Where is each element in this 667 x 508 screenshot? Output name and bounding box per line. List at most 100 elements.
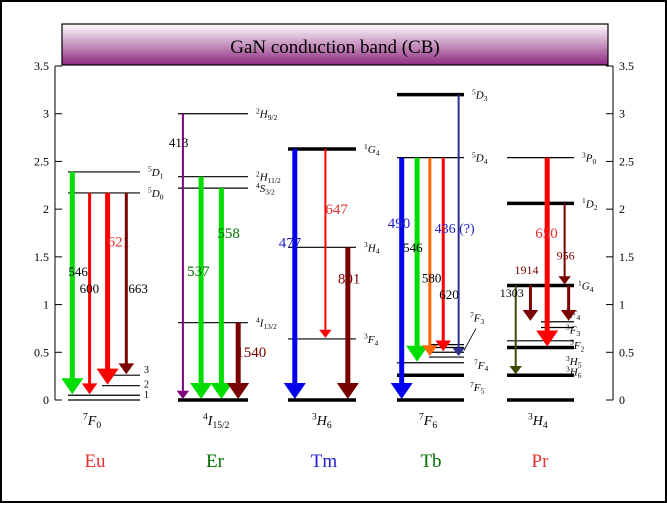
- transition-wavelength-label: 436 (?): [435, 222, 475, 237]
- transition-wavelength-label: 413: [169, 135, 189, 150]
- arrow-head: [227, 383, 250, 399]
- level-label: 3F3: [566, 322, 580, 338]
- arrow-head: [61, 378, 84, 395]
- transition-wavelength-label: 663: [128, 281, 148, 296]
- left-tick-label: 0.5: [34, 345, 49, 359]
- level-label: 5D1: [148, 165, 164, 181]
- transition-wavelength-label: 558: [217, 226, 240, 242]
- arrow-head: [560, 309, 577, 321]
- level-label: 7F5: [470, 380, 484, 396]
- level-label: 2: [144, 380, 149, 391]
- transition-wavelength-label: 647: [325, 202, 348, 218]
- transition-wavelength-label: 546: [403, 240, 423, 255]
- axes: 0 0 0.5 0.5 1 1 1.5 1.5 2 2 2.5 2.5 3 3 3.5 3.5: [34, 59, 634, 407]
- arrow-head: [336, 383, 359, 399]
- ground-state-label: 3H4: [528, 413, 548, 431]
- transitions: 546 600 621 663 413 537 558 1540 477 647 801 490 546…: [61, 94, 577, 399]
- level-label: 1G4: [364, 142, 380, 158]
- right-tick-label: 3: [619, 107, 625, 121]
- page-title: GaN conduction band (CB): [230, 37, 439, 58]
- level-label: 7F3: [470, 311, 484, 327]
- level-label: 3F2: [570, 338, 584, 354]
- ion-name-eu: Eu: [84, 451, 106, 472]
- ground-state-label: 7F6: [419, 413, 437, 431]
- transition-wavelength-label: 490: [388, 216, 411, 232]
- ion-name-tm: Tm: [311, 451, 338, 472]
- transition-wavelength-label: 956: [557, 249, 575, 263]
- level-label: 3H4: [364, 240, 380, 256]
- right-tick-label: 1: [619, 298, 625, 312]
- transition-wavelength-label: 546: [68, 264, 88, 279]
- transition-wavelength-label: 620: [439, 287, 459, 302]
- right-tick-label: 0.5: [619, 345, 634, 359]
- ion-name-tb: Tb: [420, 451, 441, 472]
- transition-wavelength-label: 650: [535, 226, 558, 242]
- arrow-head: [558, 276, 571, 285]
- arrow-head: [283, 383, 306, 399]
- left-tick-label: 2.5: [34, 154, 49, 168]
- level-label: 1D2: [582, 196, 598, 212]
- level-label: 3: [144, 365, 149, 376]
- right-tick-label: 3.5: [619, 59, 634, 73]
- level-label: 4I13/2: [256, 316, 277, 332]
- right-tick-label: 1.5: [619, 250, 634, 264]
- level-label: 3H5: [566, 354, 582, 370]
- arrow-head: [96, 368, 119, 385]
- transition-wavelength-label: 600: [80, 281, 100, 296]
- ground-state-label: 3H6: [312, 413, 332, 431]
- left-tick-label: 3.5: [34, 59, 49, 73]
- ground-state-label: 7F0: [83, 413, 101, 431]
- arrow-head: [536, 330, 559, 347]
- level-label: 5D0: [148, 186, 164, 202]
- left-tick-label: 3: [43, 107, 49, 121]
- title-banner: [61, 23, 609, 66]
- arrow-head: [452, 347, 465, 357]
- level-label: 3P0: [582, 150, 596, 166]
- arrow-head: [176, 390, 190, 399]
- level-label: 4S3/2: [256, 181, 275, 197]
- arrow-head: [509, 365, 522, 375]
- level-pointer-line: [463, 328, 477, 351]
- transition-wavelength-label: 621: [108, 234, 131, 250]
- energy-levels: 5D15D03212H9/22H11/24S3/24I13/21G43H43F4…: [68, 87, 598, 402]
- arrow-head: [190, 383, 213, 399]
- right-tick-label: 2.5: [619, 154, 634, 168]
- arrow-head: [81, 383, 98, 395]
- level-label: 1G4: [578, 278, 594, 294]
- right-tick-label: 2: [619, 202, 625, 216]
- level-label: 7F4: [474, 358, 488, 374]
- arrow-head: [210, 383, 233, 399]
- level-label: 1: [144, 390, 149, 401]
- transition-wavelength-label: 1914: [514, 263, 538, 277]
- level-label: 3F4: [364, 332, 378, 348]
- arrow-head: [435, 340, 452, 352]
- left-tick-label: 2: [43, 202, 49, 216]
- level-label: 2H9/2: [256, 107, 277, 123]
- ground-state-label: 4I15/2: [203, 413, 230, 431]
- right-tick-label: 0: [619, 393, 625, 407]
- arrow-head: [422, 345, 438, 357]
- level-label: 5D4: [472, 150, 488, 166]
- transition-wavelength-label: 477: [279, 235, 302, 251]
- arrow-head: [522, 309, 539, 321]
- transition-wavelength-label: 801: [338, 272, 361, 288]
- arrow-head: [406, 345, 429, 362]
- level-label: 5D3: [472, 87, 488, 103]
- transition-wavelength-label: 580: [422, 271, 442, 286]
- left-tick-label: 1.5: [34, 250, 49, 264]
- transition-wavelength-label: 537: [187, 264, 210, 280]
- transition-wavelength-label: 1540: [236, 345, 266, 361]
- ion-name-er: Er: [206, 451, 225, 472]
- arrow-head: [390, 383, 413, 399]
- left-tick-label: 0: [43, 393, 49, 407]
- level-label: 3H6: [566, 364, 582, 380]
- left-tick-label: 1: [43, 298, 49, 312]
- arrow-head: [319, 329, 332, 338]
- arrow-head: [118, 363, 135, 375]
- transition-wavelength-label: 1303: [500, 286, 524, 300]
- ion-name-pr: Pr: [532, 451, 550, 472]
